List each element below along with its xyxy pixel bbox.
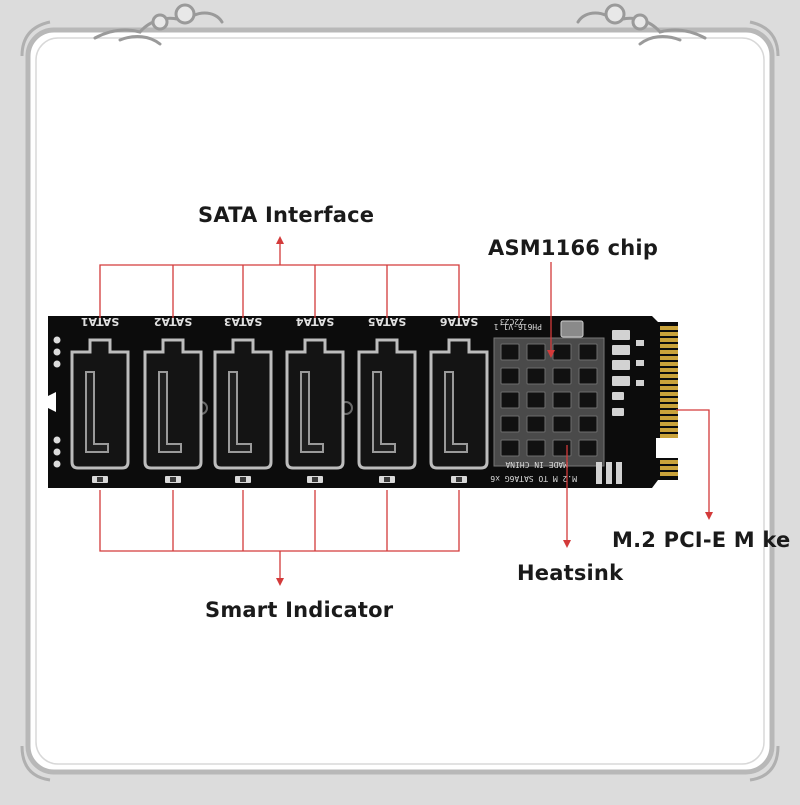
gold-finger — [660, 428, 678, 432]
sata-port-socket — [444, 371, 468, 453]
pcb-hole — [53, 348, 61, 356]
pcb-hole — [53, 336, 61, 344]
heatsink-fin — [552, 439, 572, 457]
product-silkscreen: M.2 M TO SATA6G x6 — [490, 474, 577, 483]
heatsink-fin — [500, 439, 520, 457]
indicator-led-core — [170, 477, 176, 482]
sata-port: SATA1 — [70, 315, 130, 483]
indicator-led-core — [384, 477, 390, 482]
sata-port-label: SATA2 — [154, 315, 192, 328]
gold-finger — [660, 404, 678, 408]
callout-arrowheads — [276, 236, 713, 586]
heatsink-fin — [552, 415, 572, 433]
sata-port: SATA3 — [213, 315, 273, 483]
gold-finger — [660, 386, 678, 390]
gold-finger — [660, 460, 678, 464]
chip-label: ASM1166 chip — [488, 236, 659, 260]
heatsink — [493, 337, 605, 467]
heatsink-fin — [526, 343, 546, 361]
m2-sata-card: SATA1 SATA2 SATA3 SATA4 SATA5 SATA6 — [48, 315, 680, 488]
heatsink-fin — [500, 367, 520, 385]
heatsink-fin — [578, 343, 598, 361]
indicator-led-core — [97, 477, 103, 482]
gold-finger — [660, 434, 678, 438]
board-edge-notch — [48, 392, 56, 412]
sata-port: SATA5 — [357, 315, 417, 483]
frame-inner-line — [35, 37, 765, 765]
cloud-ornament-left — [93, 3, 224, 46]
sata-port-socket — [372, 371, 396, 453]
gold-edge-connector — [660, 326, 678, 476]
gold-finger — [660, 398, 678, 402]
callout-lines — [99, 240, 710, 582]
heatsink-fin — [526, 439, 546, 457]
frame-corner-ornaments — [20, 20, 780, 782]
heatsink-fin — [500, 343, 520, 361]
gold-finger — [660, 350, 678, 354]
heatsink-fin — [500, 415, 520, 433]
heatsink-fin — [578, 391, 598, 409]
smart-indicator-label: Smart Indicator — [205, 598, 394, 622]
gold-finger — [660, 344, 678, 348]
gold-finger — [660, 466, 678, 470]
sata-port-socket — [228, 371, 252, 453]
gold-finger — [660, 362, 678, 366]
sata-port: SATA2 — [143, 315, 203, 483]
sata-port-socket — [300, 371, 324, 453]
gold-finger — [660, 422, 678, 426]
heatsink-fin — [526, 415, 546, 433]
origin-silkscreen: MADE IN CHINA — [505, 460, 568, 469]
gold-finger — [660, 392, 678, 396]
heatsink-fin — [552, 391, 572, 409]
gold-finger — [660, 416, 678, 420]
heatsink-fin — [552, 367, 572, 385]
cloud-ornament-right — [576, 3, 707, 46]
sata-port: SATA6 — [429, 315, 489, 483]
pcb-hole — [53, 448, 61, 456]
sata-port-socket — [158, 371, 182, 453]
oscillator-chip — [560, 320, 584, 338]
gold-finger — [660, 374, 678, 378]
gold-finger — [660, 472, 678, 476]
heatsink-fin — [500, 391, 520, 409]
gold-finger — [660, 410, 678, 414]
sata-port: SATA4 — [285, 315, 345, 483]
sata-port-label: SATA5 — [368, 315, 406, 328]
gold-finger — [660, 326, 678, 330]
heatsink-fin — [526, 391, 546, 409]
m-key-notch — [656, 438, 680, 458]
model-silkscreen: PH616-V1.1 — [494, 322, 542, 331]
pcb-hole — [53, 360, 61, 368]
sata-port-socket — [85, 371, 109, 453]
gold-finger — [660, 368, 678, 372]
sata-port-label: SATA6 — [439, 315, 478, 328]
heatsink-fin — [578, 367, 598, 385]
heatsink-fin — [526, 367, 546, 385]
indicator-led-core — [240, 477, 246, 482]
indicator-led-core — [312, 477, 318, 482]
heatsink-fin — [552, 343, 572, 361]
sata-interface-label: SATA Interface — [198, 203, 375, 227]
heatsink-fin — [578, 439, 598, 457]
heatsink-fin — [578, 415, 598, 433]
gold-finger — [660, 338, 678, 342]
date-silkscreen: 22C23 — [500, 317, 524, 326]
sata-port-label: SATA4 — [295, 315, 334, 328]
smd-components — [596, 330, 644, 484]
gold-finger — [660, 380, 678, 384]
gold-finger — [660, 332, 678, 336]
m2-key-label: M.2 PCI-E M ke — [612, 528, 791, 552]
pcb-hole — [53, 460, 61, 468]
heatsink-label: Heatsink — [517, 561, 624, 585]
gold-finger — [660, 356, 678, 360]
sata-port-label: SATA3 — [224, 315, 262, 328]
sata-port-label: SATA1 — [81, 315, 119, 328]
pcb-hole — [53, 436, 61, 444]
indicator-led-core — [456, 477, 462, 482]
